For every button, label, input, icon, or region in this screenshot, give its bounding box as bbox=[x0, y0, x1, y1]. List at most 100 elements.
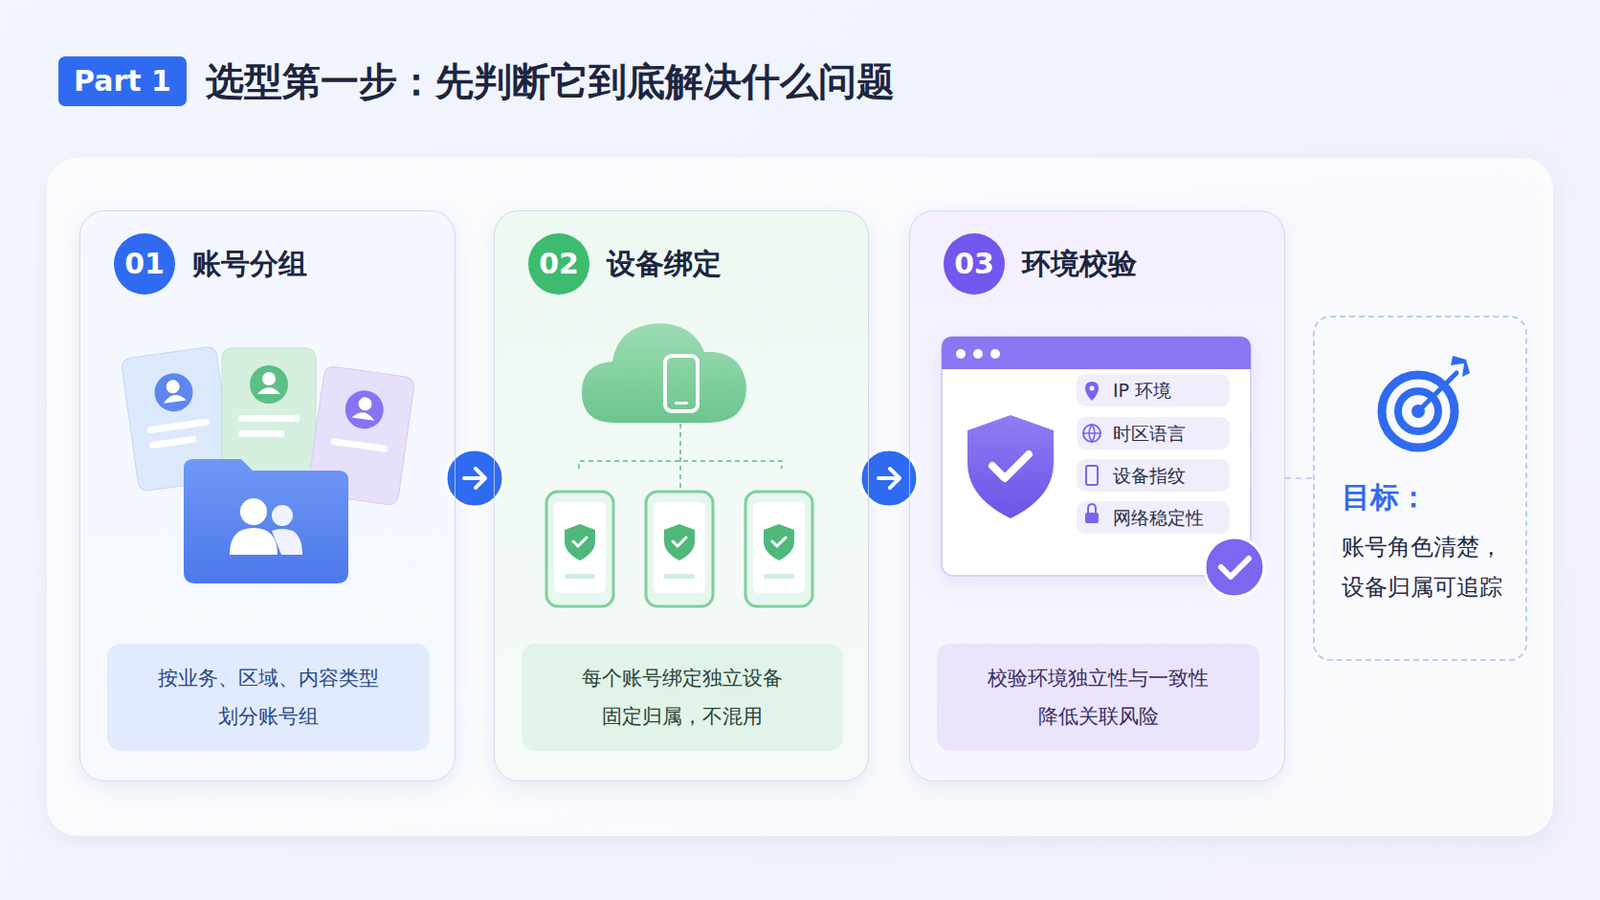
id-card-illustration bbox=[229, 528, 278, 556]
id-card-illustration bbox=[257, 387, 281, 395]
device-cloud-illustration bbox=[664, 574, 695, 579]
step-heading: 设备绑定 bbox=[606, 244, 722, 285]
id-card-illustration bbox=[152, 371, 196, 415]
device-cloud-illustration bbox=[672, 537, 687, 547]
env-window-illustration bbox=[1089, 386, 1095, 392]
id-card-illustration bbox=[271, 505, 293, 527]
outer-panel bbox=[46, 157, 1554, 837]
title-row: Part 1 选型第一步：先判断它到底解决什么问题 bbox=[58, 56, 895, 107]
step-card: 02 设备绑定每个账号绑定独立设备 固定归属，不混用 bbox=[493, 210, 869, 782]
device-cloud-illustration bbox=[578, 423, 782, 490]
check-label: 设备指纹 bbox=[1112, 464, 1186, 489]
description-box: 校验环境独立性与一致性 降低关联风险 bbox=[936, 644, 1260, 752]
check-item: IP 环境 bbox=[1077, 375, 1231, 408]
card-fill bbox=[79, 210, 456, 782]
check-item: 时区语言 bbox=[1077, 418, 1231, 451]
card-header: 02 设备绑定 bbox=[528, 233, 722, 295]
arrow-head bbox=[445, 449, 504, 508]
id-card-illustration bbox=[249, 365, 289, 404]
step-heading: 环境校验 bbox=[1022, 244, 1137, 285]
env-window-illustration bbox=[967, 415, 1054, 519]
id-card-illustration bbox=[240, 498, 267, 526]
id-card-illustration bbox=[351, 411, 376, 422]
id-card-illustration bbox=[149, 435, 198, 449]
description-box: 按业务、区域、内容类型 划分账号组 bbox=[107, 644, 430, 752]
flow-connector bbox=[1285, 478, 1313, 480]
step-card: 03 环境校验 IP 环境时区语言设备指纹网络稳定性校验环境独立性与一致性 降低关联… bbox=[909, 210, 1286, 782]
goal-heading: 目标： bbox=[1341, 478, 1509, 518]
env-window-illustration bbox=[1076, 374, 1230, 407]
env-window-illustration bbox=[1086, 466, 1098, 486]
target-icon bbox=[1420, 373, 1457, 410]
device-cloud-illustration bbox=[645, 491, 713, 607]
device-cloud-illustration bbox=[546, 491, 614, 607]
device-cloud-illustration bbox=[573, 537, 587, 547]
device-cloud-illustration bbox=[745, 491, 813, 607]
env-window-illustration bbox=[1076, 374, 1230, 534]
card-fill bbox=[79, 210, 1286, 782]
step-heading: 账号分组 bbox=[192, 244, 308, 285]
device-cloud-illustration bbox=[581, 323, 747, 423]
description-text: 按业务、区域、内容类型 划分账号组 bbox=[152, 659, 386, 736]
card-header: 01账号分组 bbox=[113, 233, 308, 295]
device-cloud-illustration bbox=[674, 401, 689, 405]
id-card-illustration bbox=[238, 415, 300, 423]
check-item: 网络稳定性 bbox=[1077, 502, 1231, 535]
step-number: 03 bbox=[943, 233, 1005, 295]
arrow-glyph bbox=[878, 468, 900, 489]
goal-box: 目标：账号角色清楚， 设备归属可追踪 bbox=[1312, 315, 1528, 662]
id-card-illustration bbox=[262, 372, 276, 386]
card-fill bbox=[493, 210, 869, 782]
device-cloud-illustration bbox=[554, 502, 606, 594]
id-card-illustration bbox=[238, 430, 285, 438]
env-window-illustration bbox=[1076, 501, 1230, 534]
device-cloud-illustration bbox=[573, 537, 786, 547]
check-label: 网络稳定性 bbox=[1112, 506, 1204, 532]
device-cloud-illustration bbox=[664, 524, 695, 561]
id-card-illustration bbox=[357, 396, 374, 412]
id-card-illustration bbox=[120, 346, 416, 584]
env-window-illustration bbox=[973, 349, 983, 359]
id-card-illustration bbox=[342, 388, 386, 432]
env-window-illustration bbox=[1221, 558, 1249, 578]
target-icon bbox=[1450, 355, 1470, 378]
env-window-illustration bbox=[990, 349, 1000, 359]
part-badge: Part 1 bbox=[58, 56, 187, 107]
target-icon bbox=[1381, 355, 1470, 448]
env-window-illustration bbox=[1076, 417, 1230, 450]
env-window-illustration bbox=[955, 349, 966, 359]
description-box: 每个账号绑定独立设备 固定归属，不混用 bbox=[521, 644, 844, 752]
page-title: 选型第一步：先判断它到底解决什么问题 bbox=[205, 55, 895, 109]
env-window-illustration bbox=[1083, 424, 1101, 443]
device-cloud-illustration bbox=[564, 524, 795, 561]
description-text: 每个账号绑定独立设备 固定归属，不混用 bbox=[576, 659, 790, 736]
env-window-illustration bbox=[1204, 537, 1265, 598]
description-text: 校验环境独立性与一致性 降低关联风险 bbox=[981, 659, 1216, 736]
check-item: 设备指纹 bbox=[1077, 460, 1231, 493]
connector-line bbox=[1285, 477, 1313, 480]
card-fill bbox=[909, 210, 1286, 782]
env-window-illustration bbox=[1083, 424, 1101, 443]
check-label: IP 环境 bbox=[1112, 378, 1172, 404]
device-cloud-illustration bbox=[763, 574, 795, 579]
env-window-illustration bbox=[1088, 504, 1096, 513]
device-cloud-illustration bbox=[564, 574, 795, 579]
id-card-illustration bbox=[271, 529, 303, 556]
env-window-illustration bbox=[1076, 459, 1230, 492]
card-header: 03 环境校验 bbox=[943, 233, 1137, 295]
id-card-illustration bbox=[165, 378, 181, 395]
device-cloud-illustration bbox=[753, 502, 805, 594]
outer-panel bbox=[46, 157, 1554, 837]
step-number: 02 bbox=[528, 233, 590, 295]
flow-connector bbox=[445, 449, 504, 508]
device-cloud-illustration bbox=[653, 502, 706, 594]
env-window-illustration bbox=[941, 336, 1265, 598]
device-cloud-illustration bbox=[546, 323, 813, 607]
device-cloud-illustration bbox=[665, 355, 698, 412]
step-card: 01账号分组按业务、区域、内容类型 划分账号组 bbox=[79, 210, 456, 782]
device-cloud-illustration bbox=[564, 574, 596, 579]
env-window-illustration bbox=[1085, 512, 1099, 524]
